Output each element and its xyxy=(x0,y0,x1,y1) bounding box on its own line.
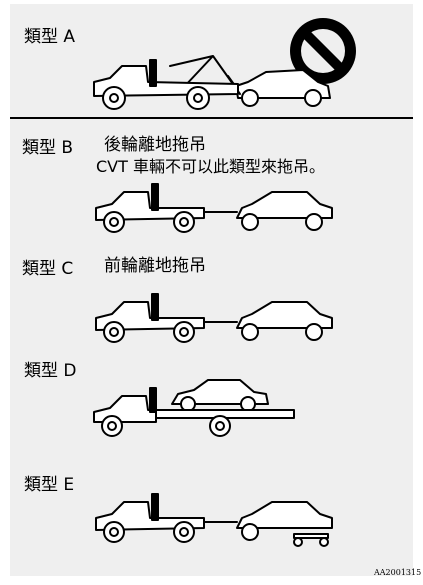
type-c-description: 前輪離地拖吊 xyxy=(104,256,206,276)
tow-truck-dolly-type-e-illustration xyxy=(95,493,333,547)
type-c-label: 類型 C xyxy=(22,259,74,279)
figure-code: AA2001315 xyxy=(374,568,422,577)
prohibited-icon xyxy=(290,18,356,84)
type-d-label: 類型 D xyxy=(24,361,77,381)
flatbed-truck-type-d-illustration xyxy=(93,379,295,437)
type-b-description: 後輪離地拖吊 xyxy=(104,135,206,155)
type-b-note: CVT 車輛不可以此類型來拖吊。 xyxy=(96,157,325,176)
type-a-label: 類型 A xyxy=(24,27,76,47)
type-b-label: 類型 B xyxy=(22,138,74,158)
tow-truck-type-b-illustration xyxy=(95,183,333,233)
diagram-panel xyxy=(10,4,413,576)
tow-truck-type-c-illustration xyxy=(95,293,333,343)
section-divider xyxy=(10,117,413,119)
tow-truck-type-a-illustration xyxy=(93,55,331,110)
type-e-label: 類型 E xyxy=(24,475,75,495)
